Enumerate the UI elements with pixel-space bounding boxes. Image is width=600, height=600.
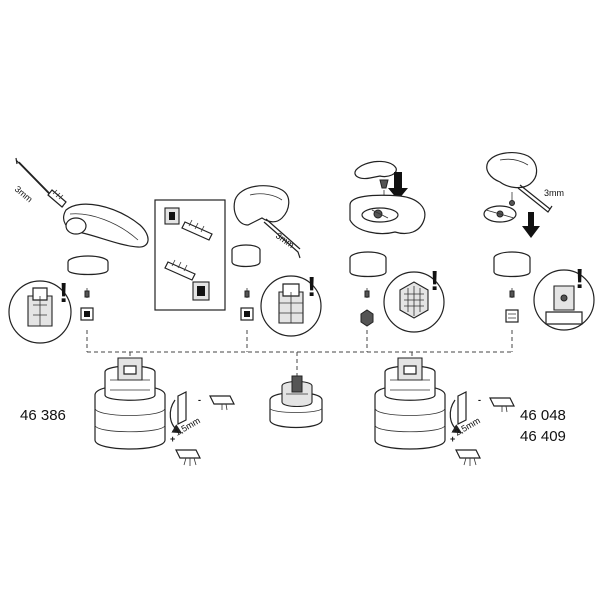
part-number-right-1: 46 048: [520, 407, 566, 424]
adapter-inset-box: [154, 199, 226, 311]
cartridge-left-labels: - + 1,5mm: [170, 395, 235, 466]
step-1-lever-handle: 3mm !: [8, 157, 149, 344]
hex-key-1-label: 3mm: [13, 184, 35, 205]
part-number-right-2: 46 409: [520, 428, 566, 445]
minus-sign-right: -: [478, 395, 481, 405]
adapter-1-icon: [80, 288, 94, 321]
torque-left-label: 1,5mm: [173, 415, 202, 437]
cartridge-right-labels: - + 2,5mm: [450, 395, 515, 466]
minus-sign-left: -: [198, 395, 201, 405]
cold-indicator-left-icon: [209, 395, 235, 411]
adapter-4-icon: [505, 288, 519, 323]
down-arrow-4-icon: [522, 212, 540, 238]
step-3-lever-handle: !: [349, 160, 445, 333]
cover-cap-3-icon: [349, 251, 387, 278]
adapter-2-icon: [240, 288, 254, 321]
warning-1-icon: !: [59, 277, 68, 308]
hot-indicator-right-icon: [455, 449, 481, 466]
detail-circle-3: [383, 271, 445, 333]
hex-key-4-icon: [517, 184, 553, 213]
down-arrow-3-icon: [388, 172, 408, 200]
detail-circle-4: [533, 269, 595, 331]
detail-circle-1: [8, 280, 72, 344]
lever-handle-1-icon: [63, 203, 149, 248]
cold-indicator-right-icon: [489, 397, 515, 413]
lever-handle-3-icon: [354, 160, 397, 180]
part-number-left: 46 386: [20, 407, 66, 424]
warning-3-icon: !: [430, 265, 439, 296]
cartridge-left: [94, 357, 187, 450]
lever-handle-4-icon: [486, 152, 538, 189]
cartridge-right: [374, 357, 467, 450]
cover-cap-4-icon: [493, 251, 531, 278]
lever-handle-2-icon: [233, 185, 290, 226]
hot-indicator-left-icon: [175, 449, 201, 466]
warning-2-icon: !: [307, 271, 316, 302]
plus-sign-left: +: [170, 434, 175, 444]
adapter-3-icon: [360, 288, 374, 327]
handle-base-4-icon: [483, 205, 517, 223]
cover-cap-1-icon: [67, 255, 109, 276]
warning-4-icon: !: [575, 263, 584, 294]
detail-circle-2: [260, 275, 322, 337]
step-2-lever-handle: 3mm !: [154, 185, 322, 337]
handle-base-3-icon: [349, 194, 426, 235]
cartridge-middle: [269, 375, 323, 429]
hex-key-2-icon: [263, 218, 301, 259]
connection-lines: [86, 330, 513, 378]
torque-right-label: 2,5mm: [453, 415, 482, 437]
step-4-lever-handle: 3mm: [483, 152, 595, 331]
screw-4-icon: [509, 192, 515, 206]
plus-sign-right: +: [450, 434, 455, 444]
grub-screw-1-icon: [47, 189, 67, 208]
cover-cap-2-icon: [231, 244, 261, 268]
hex-key-4-label: 3mm: [544, 188, 564, 198]
